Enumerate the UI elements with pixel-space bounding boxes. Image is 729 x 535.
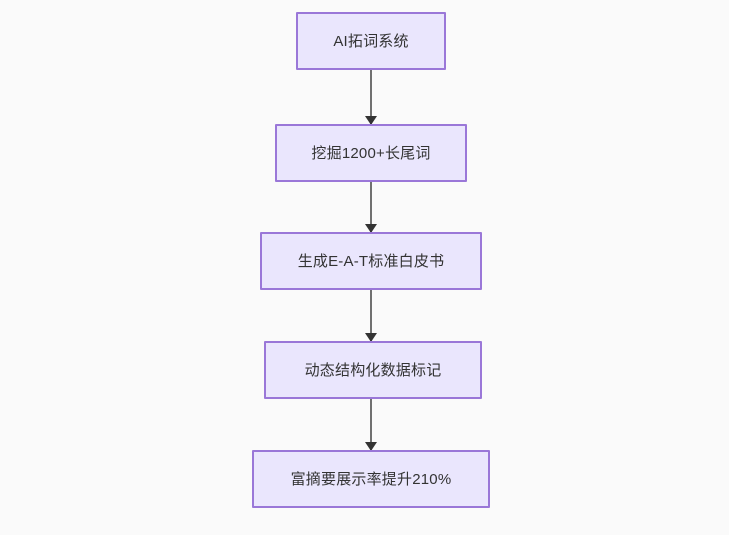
flow-node-label: 挖掘1200+长尾词 (311, 144, 431, 162)
flow-node-ai-keyword-system[interactable]: AI拓词系统 (296, 12, 446, 70)
arrow-down-icon (365, 333, 377, 342)
flow-edge-n1-n2 (365, 70, 377, 125)
flow-node-label: 生成E-A-T标准白皮书 (297, 252, 445, 270)
flow-edge-n2-n3 (365, 182, 377, 233)
arrow-down-icon (365, 224, 377, 233)
flow-node-label: 富摘要展示率提升210% (290, 470, 452, 488)
flow-edge-n4-n5 (365, 399, 377, 451)
flow-edge-n3-n4 (365, 290, 377, 342)
arrow-down-icon (365, 116, 377, 125)
arrow-down-icon (365, 442, 377, 451)
flow-node-generate-eat-whitepaper[interactable]: 生成E-A-T标准白皮书 (260, 232, 482, 290)
flow-node-mine-longtail-keywords[interactable]: 挖掘1200+长尾词 (275, 124, 467, 182)
flow-node-label: AI拓词系统 (333, 32, 409, 50)
flow-node-dynamic-structured-data-markup[interactable]: 动态结构化数据标记 (264, 341, 482, 399)
flow-node-rich-snippet-impression-uplift[interactable]: 富摘要展示率提升210% (252, 450, 490, 508)
flow-node-label: 动态结构化数据标记 (304, 361, 442, 379)
